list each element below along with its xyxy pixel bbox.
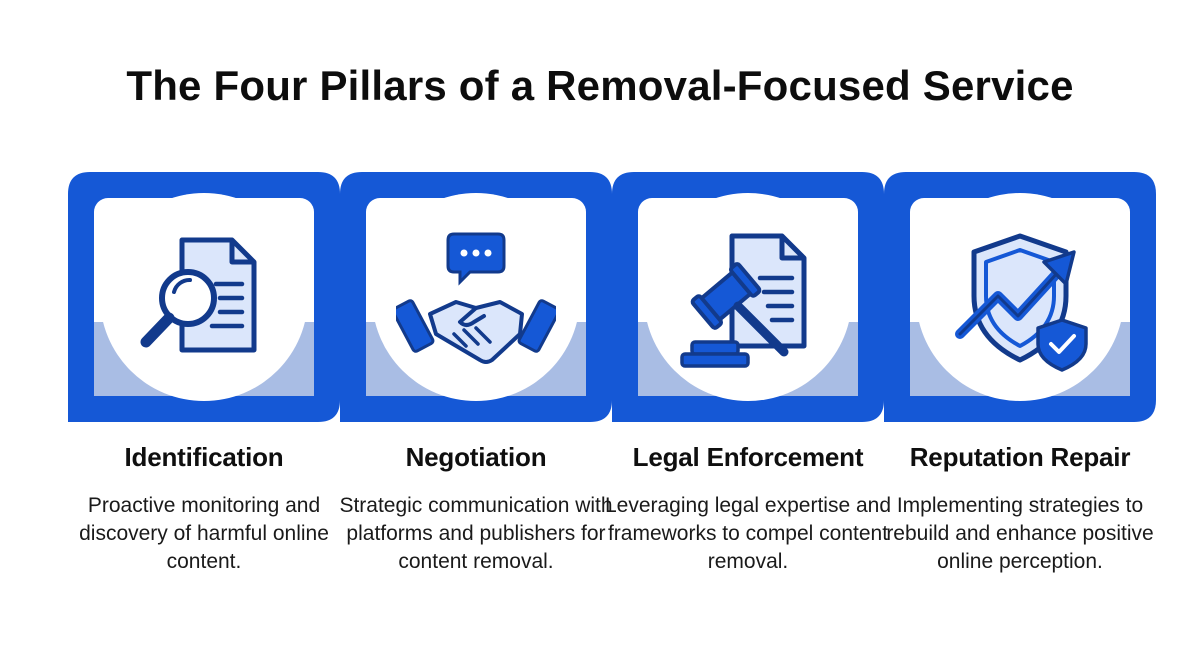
pillar-description: Strategic communication with platforms a… [339, 494, 613, 573]
pillar-card [340, 172, 634, 422]
shield-growth-icon [940, 222, 1100, 382]
pillar-title: Reputation Repair [909, 442, 1131, 472]
pillar-description: Proactive monitoring and discovery of ha… [79, 494, 329, 573]
pillar-title: Legal Enforcement [632, 442, 864, 472]
pillar-description: Leveraging legal expertise and framework… [604, 494, 892, 573]
pillar-description: Implementing strategies to rebuild and e… [886, 494, 1154, 573]
pillar-title: Negotiation [405, 442, 547, 472]
gavel-document-icon [668, 222, 828, 382]
pillar-legal-enforcement: Legal Enforcement Leveraging legal exper… [605, 172, 906, 612]
pillar-negotiation: Negotiation Strategic communication with… [339, 172, 634, 612]
pillar-identification: Identification Proactive monitoring and … [68, 172, 362, 612]
pillar-card [612, 172, 906, 422]
pillar-card [68, 172, 362, 422]
handshake-chat-icon [391, 222, 561, 382]
page-title: The Four Pillars of a Removal-Focused Se… [126, 62, 1074, 109]
pillar-card [884, 172, 1156, 422]
document-magnifier-icon [124, 222, 284, 382]
pillar-reputation-repair: Reputation Repair Implementing strategie… [884, 172, 1156, 612]
pillar-title: Identification [124, 442, 284, 472]
